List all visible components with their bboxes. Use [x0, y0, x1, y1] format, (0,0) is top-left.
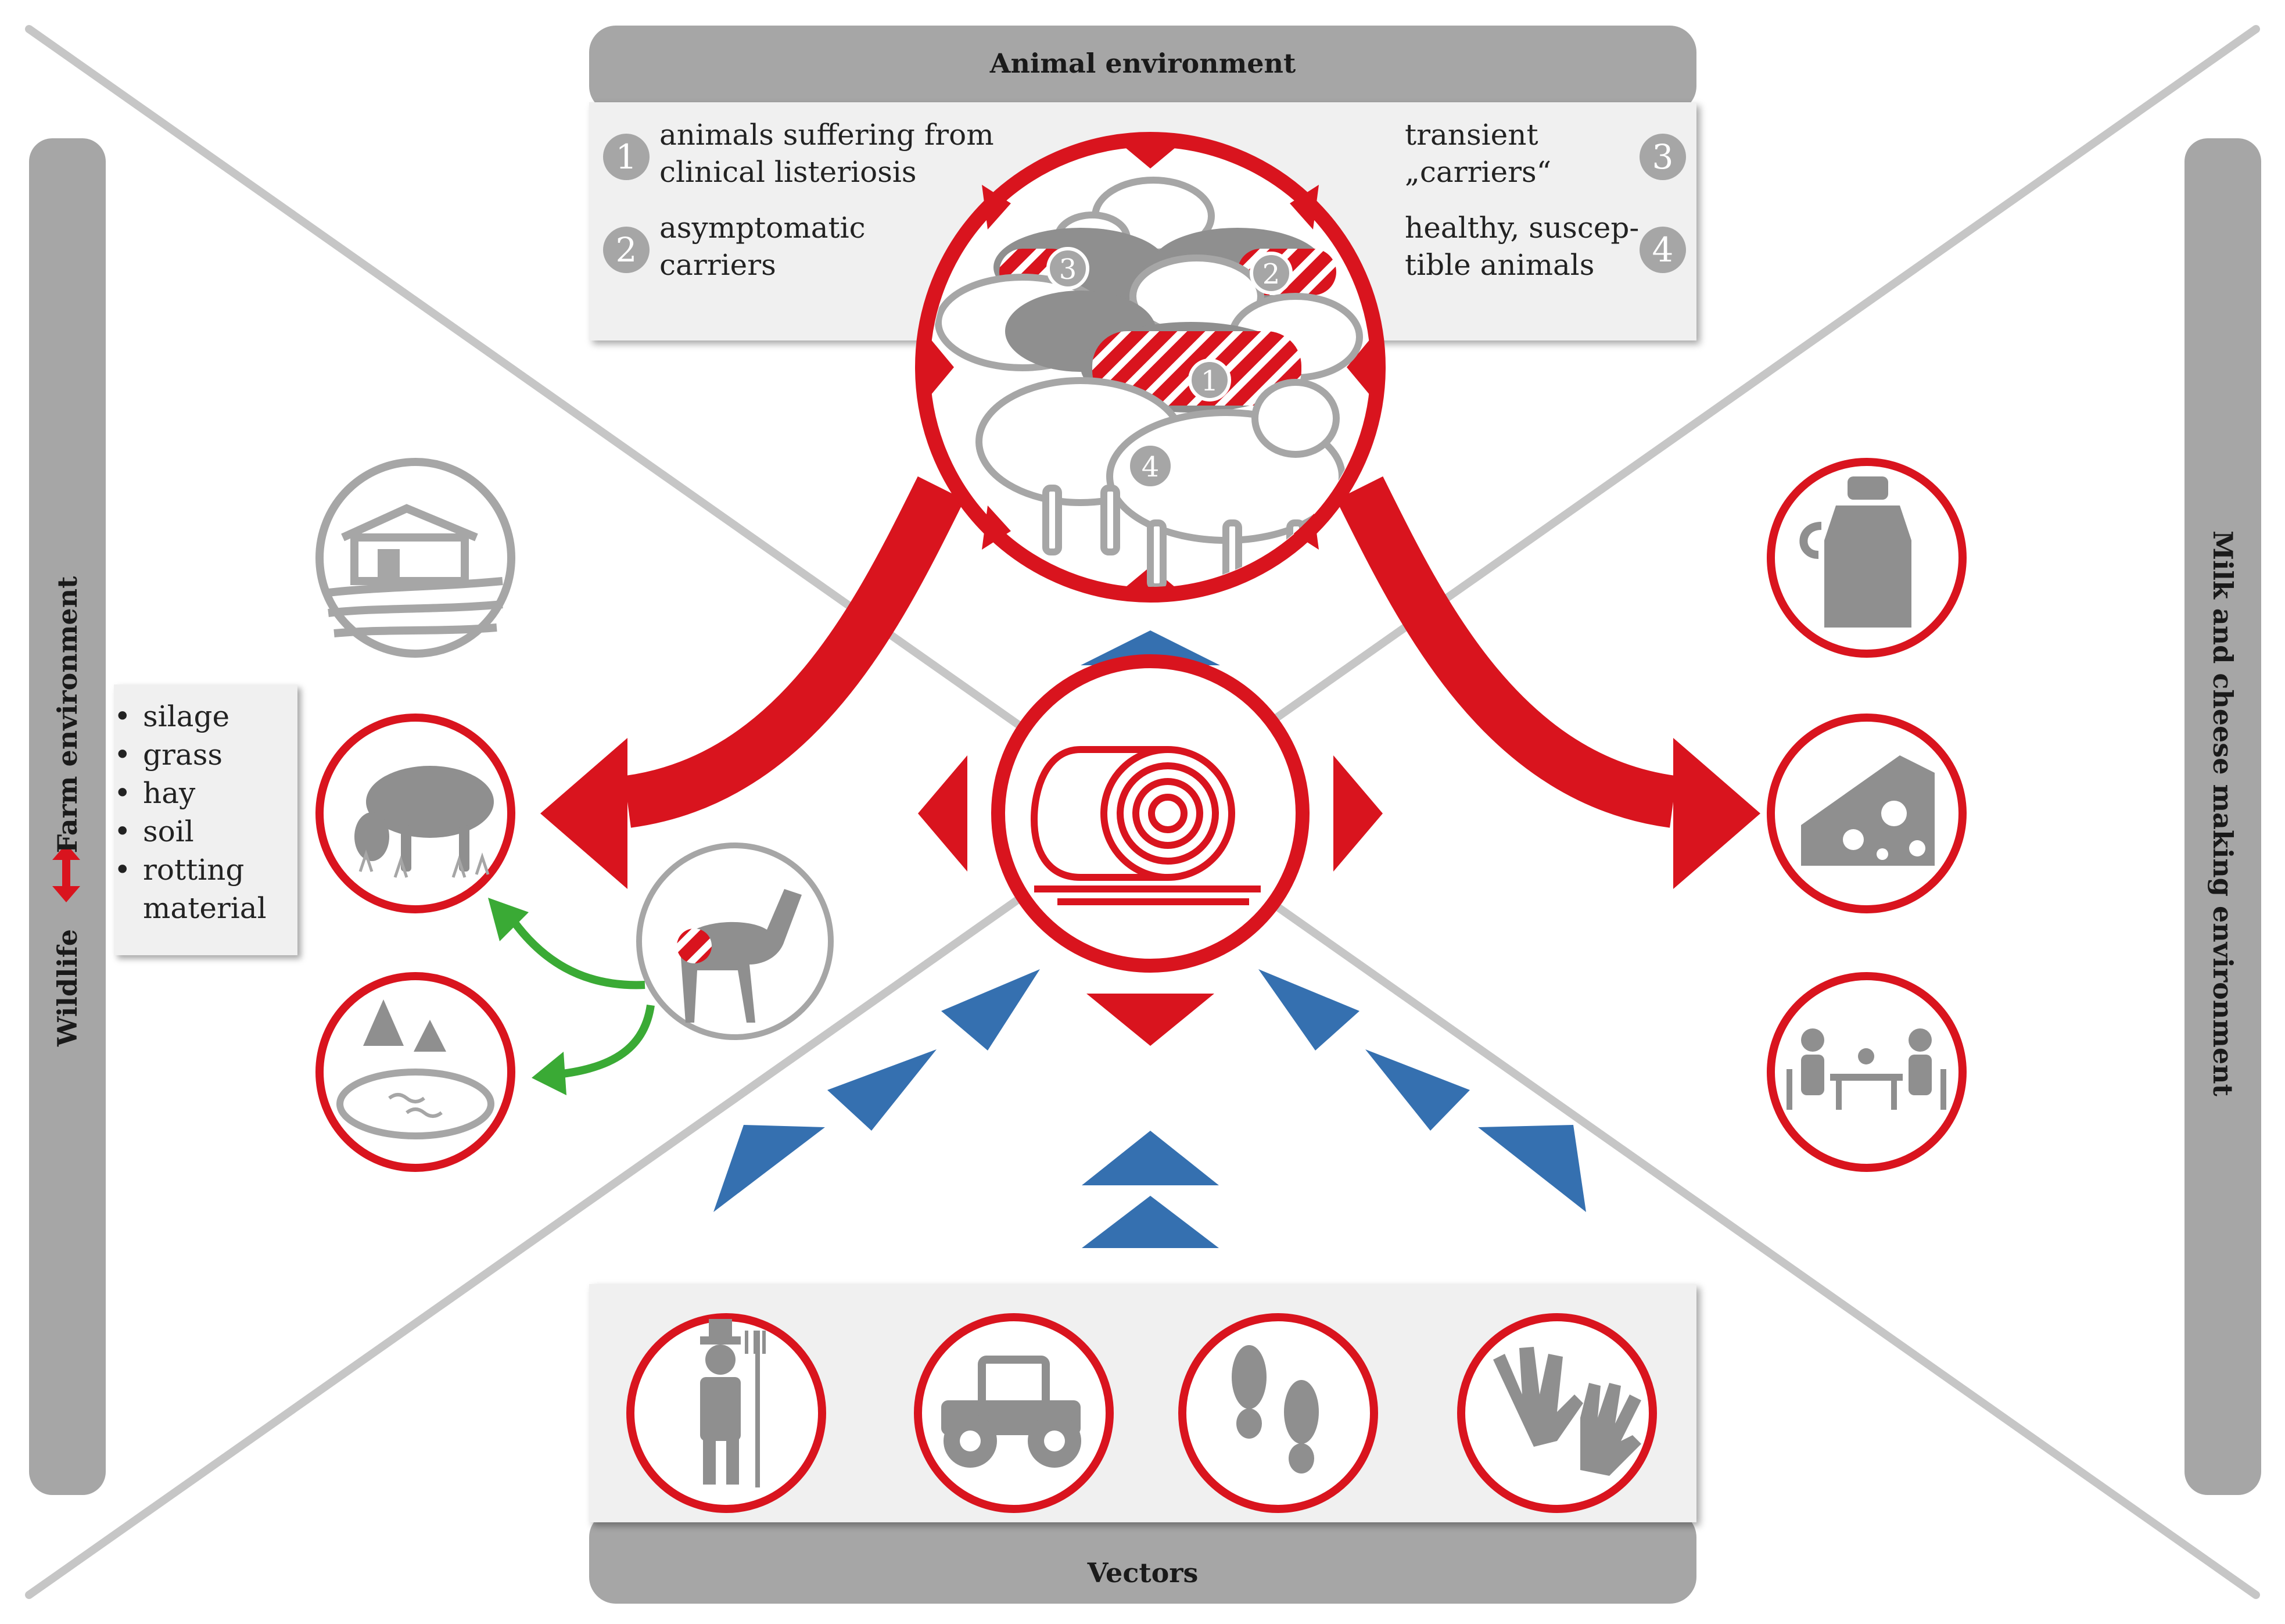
forest-pond-circle: [315, 972, 515, 1172]
farm-circle: [315, 458, 515, 658]
key-text-1-line1: animals suffering from: [659, 118, 994, 152]
vectors-title: Vectors: [1087, 1557, 1199, 1589]
wildlife-arrows: [488, 898, 655, 1095]
svg-text:4: 4: [1652, 230, 1674, 270]
grazing-sheep-icon: [354, 766, 494, 878]
right-panel-bar: [2184, 138, 2261, 1495]
farm-source-grass: grass: [114, 736, 297, 774]
svg-text:2: 2: [616, 230, 637, 270]
key-text-1-line2: clinical listeriosis: [659, 155, 917, 189]
key-badge-4: 4: [1640, 227, 1686, 273]
farm-source-material: material: [143, 891, 267, 925]
grazing-circle: [315, 714, 515, 913]
cheese-circle: [1767, 714, 1967, 913]
hay-circle: [918, 654, 1383, 1046]
key-text-1: animals suffering from clinical listerio…: [659, 116, 994, 191]
key-badge-1: 1: [603, 134, 650, 180]
animal-environment-title: Animal environment: [989, 48, 1296, 79]
deer-circle: [636, 843, 834, 1040]
bidirectional-arrow-icon: [52, 844, 80, 902]
footprints-circle: [1178, 1313, 1378, 1513]
left-panel-bar: [29, 138, 106, 1495]
farm-source-rotting: rotting: [114, 851, 297, 889]
key-text-2-line2: carriers: [659, 248, 776, 282]
milk-cheese-environment-title: Milk and cheese making environment: [2207, 530, 2239, 1096]
transmission-arrow-left: [540, 476, 965, 889]
svg-text:1: 1: [616, 137, 637, 177]
sheep-badge-4: 4: [1127, 442, 1174, 490]
key-text-3-line1: transient: [1405, 118, 1538, 152]
sheep-badge-1: 1: [1188, 359, 1231, 401]
farm-environment-title: Farm environment: [52, 576, 83, 854]
farm-icon: [328, 504, 503, 637]
milk-can-icon: [1799, 476, 1911, 628]
svg-text:4: 4: [1142, 451, 1160, 483]
footprints-icon: [1232, 1345, 1319, 1474]
herd-circle: 3 2 1 4: [915, 132, 1386, 603]
key-text-3: transient „carriers“: [1405, 116, 1551, 191]
tractor-circle: [914, 1313, 1114, 1513]
key-badge-3: 3: [1640, 134, 1686, 180]
family-dining-icon: [1787, 1028, 1946, 1110]
svg-text:3: 3: [1652, 137, 1674, 177]
key-text-2: asymptomatic carriers: [659, 209, 866, 284]
deer-icon: [677, 889, 802, 1023]
svg-text:3: 3: [1059, 253, 1077, 286]
family-dining-circle: [1767, 972, 1967, 1172]
key-text-3-line2: „carriers“: [1405, 155, 1552, 189]
farm-source-soil: soil: [114, 812, 297, 851]
farmer-icon: [700, 1319, 766, 1487]
farm-source-hay: hay: [114, 774, 297, 812]
tractor-icon: [941, 1356, 1081, 1468]
svg-text:1: 1: [1201, 365, 1219, 397]
cheese-icon: [1801, 755, 1935, 866]
farm-source-silage: silage: [114, 697, 297, 736]
transmission-arrow-right: [1336, 476, 1760, 889]
hands-circle: [1457, 1313, 1657, 1513]
farmer-circle: [626, 1313, 826, 1513]
wildlife-title: Wildlife: [52, 929, 83, 1046]
sheep-badge-3: 3: [1046, 247, 1089, 290]
key-text-4-line1: healthy, suscep-: [1405, 211, 1640, 245]
hay-bale-icon: [1030, 746, 1261, 905]
key-text-4: healthy, suscep- tible animals: [1405, 209, 1639, 284]
vector-flow-arrows: [713, 630, 1586, 1248]
milk-can-circle: [1767, 458, 1967, 658]
forest-pond-icon: [336, 999, 494, 1139]
hands-icon: [1493, 1347, 1641, 1476]
farm-sources-list: silage grass hay soil rotting material: [114, 684, 297, 955]
sheep-herd-icon: 3 2 1 4: [935, 177, 1363, 587]
key-badge-2: 2: [603, 227, 650, 273]
key-text-2-line1: asymptomatic: [659, 211, 866, 245]
svg-text:2: 2: [1262, 258, 1280, 291]
sheep-badge-2: 2: [1250, 252, 1293, 295]
key-text-4-line2: tible animals: [1405, 248, 1595, 282]
